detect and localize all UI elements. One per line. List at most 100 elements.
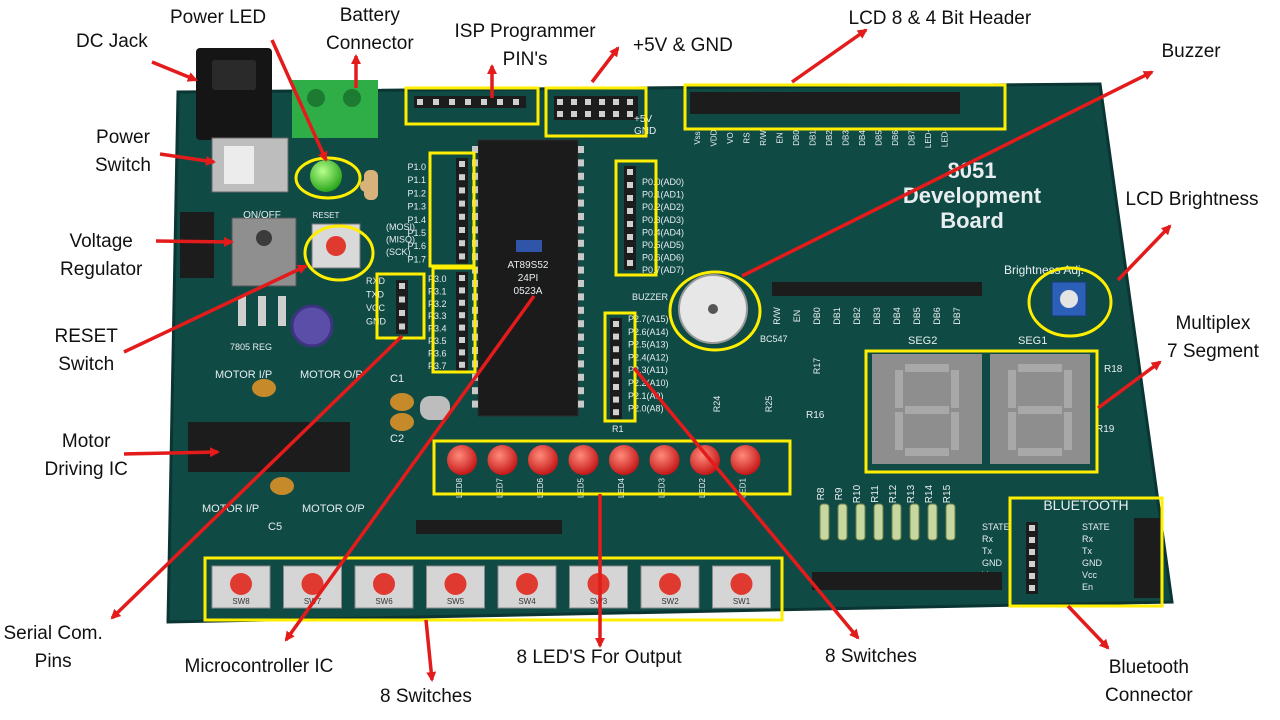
lcd-lower-label: DB3 xyxy=(872,307,882,325)
led-label: LED4 xyxy=(617,477,626,498)
callout-buzzer: Buzzer xyxy=(1162,38,1221,66)
output-led xyxy=(609,445,639,475)
bt-right-label: Rx xyxy=(1082,534,1093,544)
silk-seg1: SEG1 xyxy=(1018,335,1047,347)
callout-line: Switch xyxy=(95,155,151,176)
switch-label: SW8 xyxy=(232,597,250,606)
callout-line: 8 Switches xyxy=(380,686,472,707)
port0-label: P0.6(AD6) xyxy=(642,253,684,263)
resistor xyxy=(945,503,956,541)
callout-line: LCD Brightness xyxy=(1125,189,1259,210)
callout-switches-bottom: 8 Switches xyxy=(380,683,472,711)
bt-right-label: GND xyxy=(1082,558,1103,568)
callout-line: 8 Switches xyxy=(825,646,917,667)
port1-header xyxy=(456,158,468,264)
lcd-pin-label: DB1 xyxy=(809,130,818,146)
callout-line: Power xyxy=(96,127,150,148)
lcd-pin-label: DB0 xyxy=(792,130,801,146)
callout-line: ISP Programmer xyxy=(454,21,596,42)
box-port0 xyxy=(614,159,658,277)
callout-line: Bluetooth xyxy=(1108,657,1189,678)
box-port2 xyxy=(603,311,637,423)
lcd-lower-label: DB4 xyxy=(892,307,902,325)
port0-label: P0.2(AD2) xyxy=(642,202,684,212)
callout-line: Microcontroller IC xyxy=(184,656,334,677)
port3-label: P3.5 xyxy=(428,336,447,346)
port3-label: P3.4 xyxy=(428,324,447,334)
lcd-pin-label: R/W xyxy=(759,130,768,146)
isp-side-label: (MOSI) xyxy=(386,222,415,232)
arrow-dc-jack xyxy=(151,60,198,82)
lcd-lower-label: DB7 xyxy=(952,307,962,325)
push-switch: SW2 xyxy=(640,565,700,609)
resistor-label: R13 xyxy=(906,484,917,503)
output-led xyxy=(730,445,761,475)
serial-header xyxy=(396,280,408,334)
port2-label: P2.1(A9) xyxy=(628,391,664,401)
port0-label: P0.4(AD4) xyxy=(642,227,684,237)
push-switch: SW1 xyxy=(712,565,771,609)
port3-label: P3.2 xyxy=(428,299,447,309)
port3-label: P3.0 xyxy=(428,274,447,284)
box-leds xyxy=(432,439,792,496)
silk-bc547: BC547 xyxy=(760,334,788,344)
port3-header xyxy=(456,272,468,372)
port0-label: P0.0(AD0) xyxy=(642,177,684,187)
resistor xyxy=(909,503,920,541)
arrow-lcd xyxy=(790,28,868,84)
resistor-label: R8 xyxy=(816,487,827,500)
power-header xyxy=(554,96,638,120)
box-bluetooth xyxy=(1008,496,1164,608)
resistor xyxy=(927,503,938,541)
port3-label: P3.6 xyxy=(428,348,447,358)
callout-line: Battery xyxy=(339,5,400,26)
arrow-bluetooth xyxy=(1066,604,1110,650)
output-led xyxy=(447,445,477,475)
box-power-led xyxy=(294,156,362,200)
callout-line: Voltage xyxy=(69,231,133,252)
port1-label: P1.6 xyxy=(407,241,426,251)
arrow-brightness xyxy=(1116,224,1172,282)
silk-reset: RESET xyxy=(313,211,340,220)
callout-dc-jack: DC Jack xyxy=(76,28,148,56)
port2-label: P2.5(A13) xyxy=(628,340,669,350)
bt-right-label: Vcc xyxy=(1082,570,1098,580)
box-isp xyxy=(404,86,540,126)
resistor-label: R11 xyxy=(870,485,881,503)
silk-r24: R24 xyxy=(712,396,722,413)
lcd-lower-label: R/W xyxy=(772,307,782,325)
output-led xyxy=(528,445,558,475)
callout-line: Motor xyxy=(61,431,111,452)
callout-line: Power LED xyxy=(170,7,267,28)
silk-motor-out: MOTOR O/P xyxy=(300,369,363,381)
box-reset xyxy=(303,224,375,282)
callout-line: LCD 8 & 4 Bit Header xyxy=(848,8,1032,29)
lcd-pin-label: DB2 xyxy=(825,130,834,146)
callout-line: Multiplex xyxy=(1175,313,1251,334)
output-led xyxy=(487,445,518,475)
chip-marking: 24PI xyxy=(518,273,539,284)
resistor xyxy=(837,503,848,541)
lcd-pin-label: LED+ xyxy=(924,128,933,149)
lcd-pin-label: Vss xyxy=(693,131,702,144)
box-port1 xyxy=(428,151,476,268)
isp-header xyxy=(414,96,526,108)
output-led xyxy=(568,445,599,475)
lcd-pin-label: DB7 xyxy=(908,130,917,146)
lcd-pin-label: DB4 xyxy=(858,130,867,146)
port2-label: P2.4(A12) xyxy=(628,352,669,362)
silk-brightness: Brightness Adj. xyxy=(1004,263,1084,277)
callout-lcd-brightness: LCD Brightness xyxy=(1126,186,1259,214)
port2-label: P2.6(A14) xyxy=(628,327,669,337)
lcd-lower-label: DB1 xyxy=(832,307,842,325)
microcontroller-chip xyxy=(477,139,579,417)
switch-label: SW5 xyxy=(447,597,465,606)
isp-side-label: (MISO) xyxy=(386,235,415,245)
lcd-pin-label: EN xyxy=(776,132,785,143)
arrow-power-led xyxy=(270,39,328,162)
isp-side-label: (SCK) xyxy=(386,247,411,257)
port1-label: P1.5 xyxy=(407,228,426,238)
led-label: LED2 xyxy=(698,477,707,498)
